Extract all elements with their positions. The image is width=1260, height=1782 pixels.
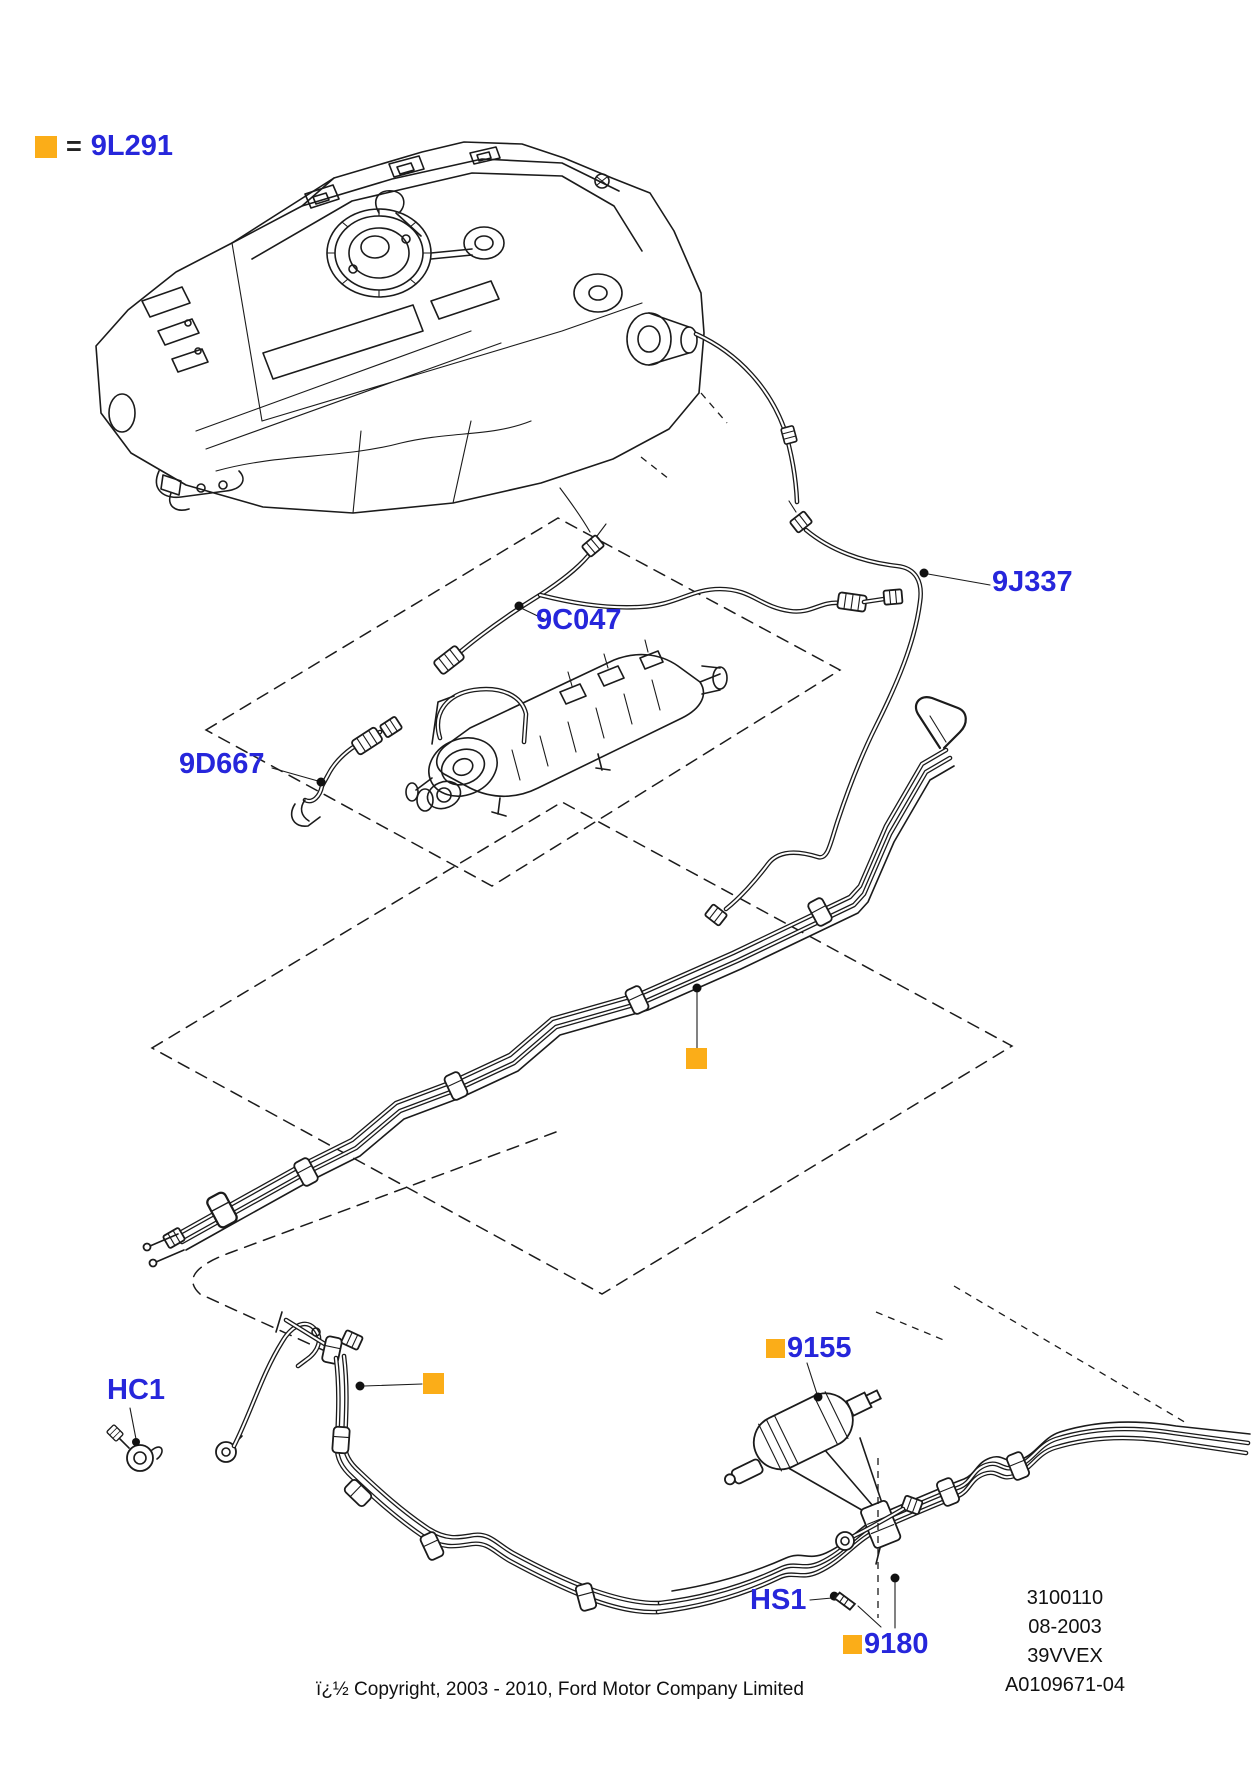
part-code-label[interactable]: HS1 xyxy=(750,1584,807,1616)
drawing-date: 08-2003 xyxy=(1028,1616,1102,1638)
transmission-drawing xyxy=(405,639,728,817)
rear-fuel-line-drawing xyxy=(105,1311,663,1615)
highlight-square xyxy=(843,1635,862,1654)
part-code-label[interactable]: 9155 xyxy=(787,1332,852,1364)
drawing-ref: A0109671-04 xyxy=(1004,1674,1126,1696)
drawing-number: 3100110 xyxy=(1026,1587,1104,1609)
callout-hc1[interactable]: HC1 xyxy=(107,1376,165,1405)
part-code-label[interactable]: 9J337 xyxy=(992,566,1073,598)
part-code-label[interactable]: 9180 xyxy=(864,1628,929,1660)
jumper-9d667-drawing xyxy=(290,715,404,827)
highlight-square-legend xyxy=(35,135,57,158)
part-code-label[interactable]: 9C047 xyxy=(536,604,622,636)
callout-9j337[interactable]: 9J337 xyxy=(992,568,1073,597)
fuel-filter-drawing xyxy=(724,1389,882,1486)
chassis-fuel-line-bundle-drawing xyxy=(655,1421,1251,1615)
callout-9d667[interactable]: 9D667 xyxy=(179,750,264,779)
drawing-code: 39VVEX xyxy=(1027,1645,1103,1667)
callout-9c047[interactable]: 9C047 xyxy=(536,606,621,635)
part-code-label[interactable]: HC1 xyxy=(107,1374,166,1406)
highlight-square xyxy=(686,1048,707,1069)
fuel-line-9c047-drawing xyxy=(432,523,904,676)
dashed-panel-outlines xyxy=(150,517,1189,1425)
legend: = 9L291 xyxy=(35,130,173,163)
callout-9155[interactable]: 9155 xyxy=(766,1334,852,1363)
copyright-line: ï¿½ Copyright, 2003 - 2010, Ford Motor C… xyxy=(316,1679,804,1700)
vent-pipe-9j337-drawing xyxy=(693,331,923,927)
part-code-label[interactable]: 9D667 xyxy=(179,748,265,780)
main-fuel-line-bundle-drawing xyxy=(142,696,967,1268)
leader-lines xyxy=(129,568,991,1629)
callout-hs1[interactable]: HS1 xyxy=(750,1586,806,1615)
drawing-info-block: 3100110 08-2003 39VVEX A0109671-04 xyxy=(980,1584,1150,1700)
legend-part-code[interactable]: 9L291 xyxy=(90,130,174,162)
callout-9180[interactable]: 9180 xyxy=(843,1630,929,1659)
highlight-square xyxy=(423,1373,444,1394)
highlight-square xyxy=(766,1339,785,1358)
fuel-tank-drawing xyxy=(95,141,728,533)
legend-equals: = xyxy=(66,131,82,161)
